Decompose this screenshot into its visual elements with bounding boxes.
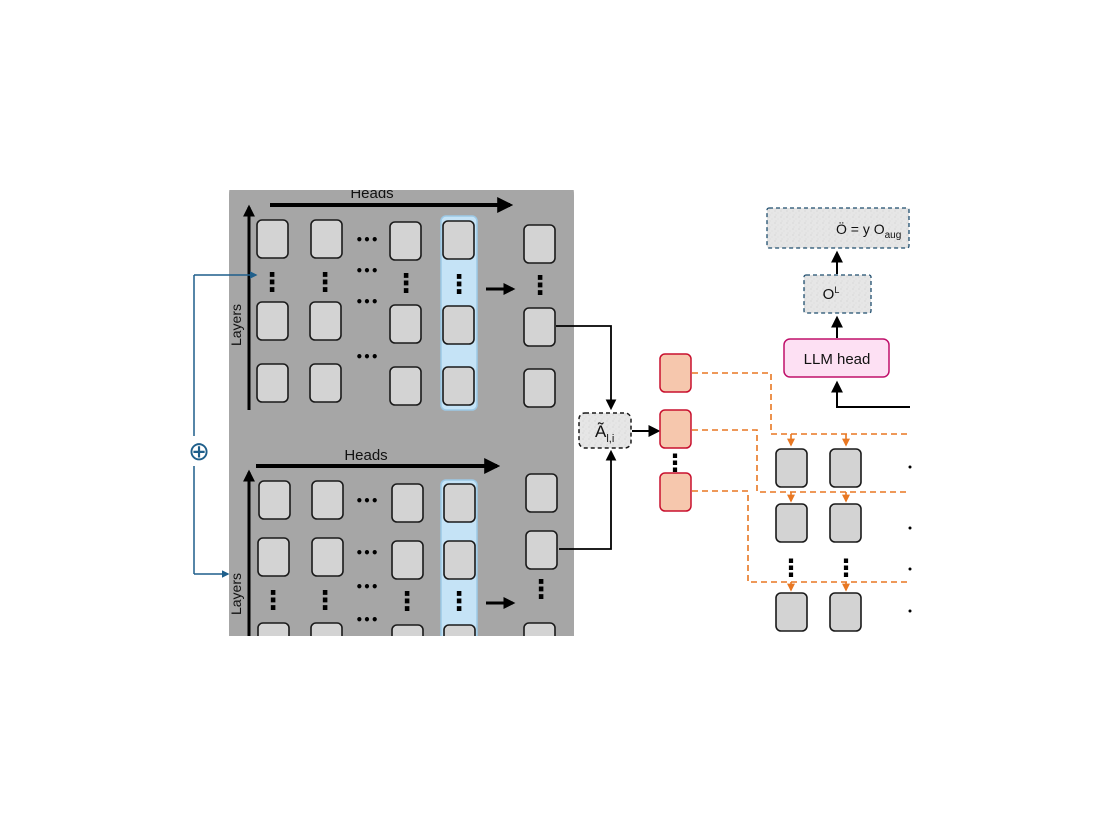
horizontal-ellipsis: ••• [355, 233, 378, 247]
output-node: Ö = y Oaug [766, 207, 910, 249]
vertical-ellipsis: ⋮ [259, 268, 285, 298]
cell [442, 366, 475, 406]
horizontal-ellipsis: ••• [355, 613, 378, 627]
connector-bottom [559, 449, 617, 550]
cell [523, 224, 556, 264]
vertical-ellipsis: ⋮ [446, 270, 472, 300]
svg-text:OL: OL [823, 285, 840, 303]
token-node [659, 353, 692, 393]
layers-label-top: Layers [228, 304, 244, 346]
cell [258, 480, 291, 520]
cell [775, 503, 808, 543]
token-node [659, 472, 692, 512]
cell [389, 366, 422, 406]
cell [310, 622, 343, 636]
cell [309, 301, 342, 341]
attention-node: Ãl,i [578, 412, 632, 449]
cell [257, 622, 290, 636]
cell [775, 448, 808, 488]
horizontal-ellipsis: ••• [355, 580, 378, 594]
cell [525, 530, 558, 570]
edge-dot [908, 567, 912, 571]
heads-label-top: Heads [350, 185, 393, 202]
cell [311, 480, 344, 520]
vertical-ellipsis: ⋮ [394, 587, 420, 617]
llm-head-label: LLM head [804, 351, 871, 368]
cell [389, 304, 422, 344]
edge-dot [908, 526, 912, 530]
svg-text:Ö = y Oaug: Ö = y Oaug [836, 220, 901, 241]
vertical-ellipsis: ⋮ [312, 586, 338, 616]
svg-text:Ãl,i: Ãl,i [595, 422, 614, 445]
sum-bracket: ⊕ [187, 271, 258, 578]
cell [391, 540, 424, 580]
cell [829, 448, 862, 488]
llm-head-box: LLM head [783, 338, 890, 378]
horizontal-ellipsis: ••• [355, 494, 378, 508]
cell [442, 220, 475, 260]
horizontal-ellipsis: ••• [355, 546, 378, 560]
sum-icon: ⊕ [188, 437, 210, 467]
cell [443, 483, 476, 523]
cell [310, 219, 343, 259]
cell [525, 473, 558, 513]
cell [829, 503, 862, 543]
cell [256, 363, 289, 403]
vertical-ellipsis: ⋮ [393, 269, 419, 299]
cell [256, 219, 289, 259]
cell [442, 305, 475, 345]
vertical-ellipsis: ⋮ [527, 271, 553, 301]
attention-subscript: l,i [606, 433, 614, 445]
heads-layers-panel: Heads Layers ⋮ ⋮ ⋮ ⋮ ⋮ ••• ••• ••• ••• [228, 185, 574, 636]
cell [391, 624, 424, 636]
cell [256, 301, 289, 341]
cell [829, 592, 862, 632]
layers-label-bottom: Layers [228, 573, 244, 615]
output-label: Ö = y O [836, 220, 885, 237]
cell [391, 483, 424, 523]
dashed-routing [692, 372, 910, 583]
vertical-ellipsis: ⋮ [260, 586, 286, 616]
o-layer-superscript: L [834, 285, 839, 295]
o-layer-label: O [823, 286, 835, 303]
vertical-ellipsis: ⋮ [312, 268, 338, 298]
vertical-ellipsis: ⋮ [834, 554, 858, 582]
horizontal-ellipsis: ••• [355, 350, 378, 364]
edge-dot [908, 609, 912, 613]
token-node [659, 409, 692, 449]
cell [311, 537, 344, 577]
attention-symbol: Ã [595, 422, 607, 441]
cell [257, 537, 290, 577]
heads-label-bottom: Heads [344, 447, 387, 464]
cell [309, 363, 342, 403]
feedback-arrow [831, 380, 910, 408]
vertical-ellipsis: ⋮ [779, 554, 803, 582]
routing-arrows [787, 434, 850, 592]
cell [523, 622, 556, 636]
cell [443, 624, 476, 636]
cell [775, 592, 808, 632]
horizontal-ellipsis: ••• [355, 295, 378, 309]
connector-top [556, 325, 617, 411]
horizontal-ellipsis: ••• [355, 264, 378, 278]
cell [523, 307, 556, 347]
vertical-ellipsis: ⋮ [528, 575, 554, 605]
edge-dot [908, 465, 912, 469]
o-layer-node: OL [803, 274, 872, 314]
cell [389, 221, 422, 261]
cell [443, 540, 476, 580]
cell [523, 368, 556, 408]
vertical-ellipsis: ⋮ [446, 587, 472, 617]
output-subscript: aug [885, 230, 902, 241]
